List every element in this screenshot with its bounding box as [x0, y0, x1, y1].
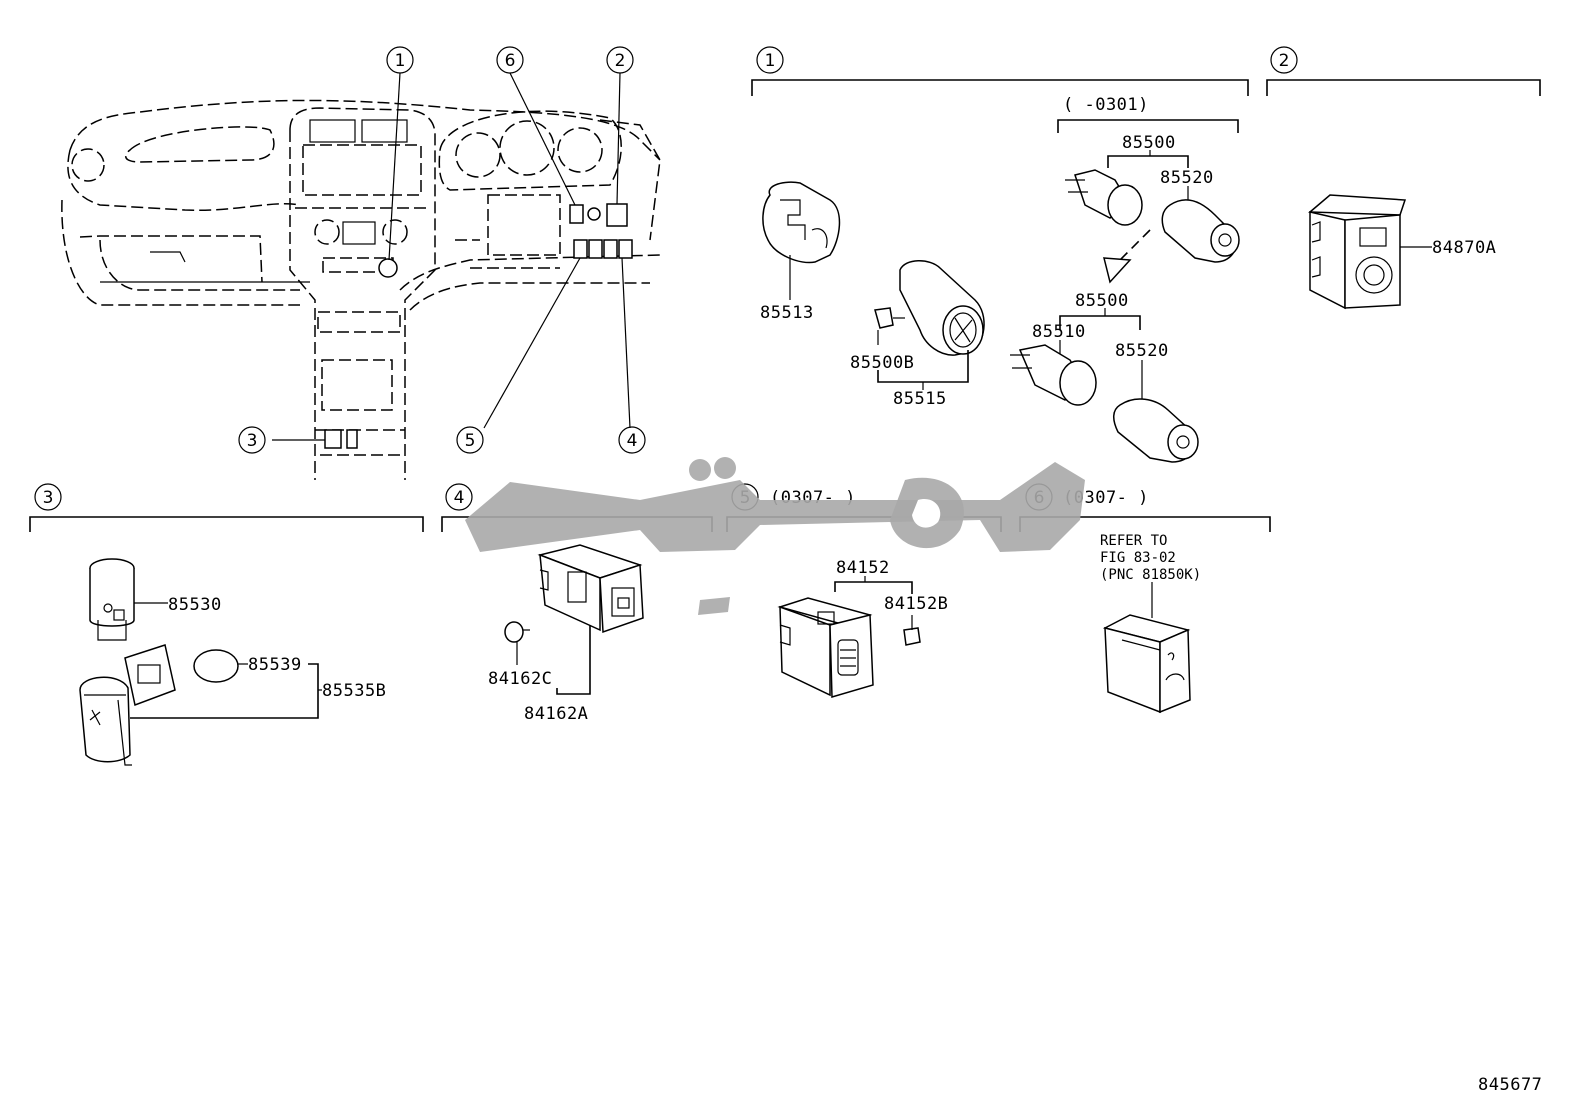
- socket-85530: [89, 558, 135, 641]
- outlet-85535B: [79, 644, 176, 766]
- switch-84162A: [537, 544, 644, 634]
- part-85500B: 85500B: [850, 353, 914, 373]
- cap-85539: [193, 649, 239, 683]
- svg-text:1: 1: [765, 51, 776, 71]
- part-85520-lower: 85520: [1115, 341, 1169, 361]
- svg-text:6: 6: [505, 51, 516, 71]
- section-2: 2 84870A: [1266, 46, 1541, 310]
- svg-text:4: 4: [627, 431, 638, 451]
- svg-text:3: 3: [247, 431, 258, 451]
- part-85500-upper: 85500: [1122, 133, 1176, 153]
- callout-3: 3: [238, 426, 266, 454]
- section-4: 4 84162C 84162A: [441, 483, 713, 724]
- clip-84162C: [504, 621, 530, 643]
- svg-text:2: 2: [615, 51, 626, 71]
- part-85535B: 85535B: [322, 681, 386, 701]
- part-85515: 85515: [893, 389, 947, 409]
- socket-85510-upper: [1065, 169, 1143, 226]
- socket-85510-lower: [1010, 344, 1097, 406]
- callout-1: 1: [386, 46, 414, 74]
- part-84162A: 84162A: [524, 704, 588, 724]
- part-85520-upper: 85520: [1160, 168, 1214, 188]
- note-line-1: REFER TO: [1100, 533, 1167, 549]
- part-85530: 85530: [168, 595, 222, 615]
- watermark-logo: [465, 457, 1085, 615]
- callout-2: 2: [606, 46, 634, 74]
- mirror-switch-84870A: [1308, 194, 1407, 310]
- part-84152: 84152: [836, 558, 890, 578]
- socket-85515: [874, 260, 985, 356]
- section-1-date-range: ( -0301): [1063, 95, 1149, 115]
- callout-6: 6: [496, 46, 524, 74]
- svg-text:2: 2: [1279, 51, 1290, 71]
- lighter-85520-upper: [1161, 199, 1240, 263]
- section-6: 6 (0307- ) REFER TO FIG 83-02 (PNC 81850…: [1019, 483, 1271, 714]
- part-85500-lower: 85500: [1075, 291, 1129, 311]
- dashboard-overview: 1 6 2 3 5 4: [61, 46, 661, 480]
- svg-text:1: 1: [395, 51, 406, 71]
- svg-text:4: 4: [454, 488, 465, 508]
- part-84162C: 84162C: [488, 669, 552, 689]
- lighter-85520-lower: [1113, 398, 1199, 463]
- callout-4: 4: [618, 426, 646, 454]
- note-line-2: FIG 83-02: [1100, 550, 1176, 566]
- socket-85513: [762, 181, 841, 264]
- callout-5: 5: [456, 426, 484, 454]
- part-85510: 85510: [1032, 322, 1086, 342]
- section-6-date-range: (0307- ): [1063, 488, 1149, 508]
- part-84870A: 84870A: [1432, 238, 1496, 258]
- section-3: 3 85530 85539 85535B: [29, 483, 424, 766]
- dimmer-84152: [777, 597, 874, 698]
- screw-84152B: [903, 615, 921, 646]
- switch-81850K: [1102, 614, 1191, 714]
- section-1: 1 ( -0301) 85513 85500B 85515 85500: [751, 46, 1249, 463]
- part-85539: 85539: [248, 655, 302, 675]
- part-84152B: 84152B: [884, 594, 948, 614]
- part-85513: 85513: [760, 303, 814, 323]
- svg-text:5: 5: [465, 431, 476, 451]
- svg-text:3: 3: [43, 488, 54, 508]
- diagram-id: 845677: [1478, 1075, 1542, 1095]
- note-line-3: (PNC 81850K): [1100, 567, 1201, 583]
